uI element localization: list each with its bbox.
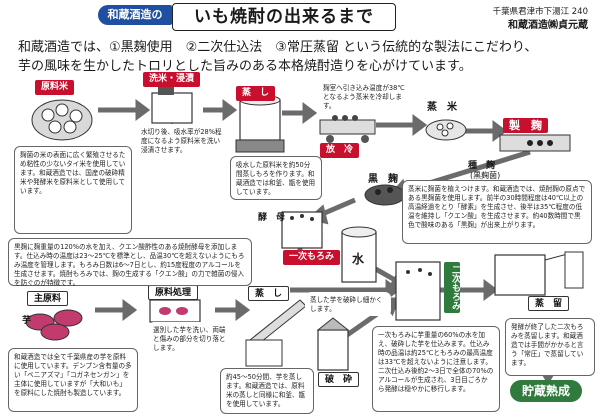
- note-washing: 水切り後、吸水率が28%程度になるよう原料米を洗い浸漬させます。: [136, 124, 228, 164]
- note-distillation: 発酵が終了した二次もろみを蒸留します。和蔵酒造では手間がかかると言う「常圧」で蒸…: [505, 318, 595, 376]
- secondary-moromi-tank-illustration: [395, 261, 441, 321]
- step-primary-moromi: 一次もろみ: [283, 250, 341, 265]
- note-cooling: 麹室へ引き込み温度が38℃となるよう蒸米を冷却します。: [318, 80, 410, 112]
- step-crushing: 破 砕: [318, 372, 360, 387]
- crusher-illustration: [316, 317, 350, 371]
- brand-label: 和蔵酒造の: [98, 5, 172, 25]
- seed-koji-note: (黒麹菌): [470, 171, 501, 180]
- intro-text: 和蔵酒造では、①黒麹使用 ②二次仕込法 ③常圧蒸留 という伝統的な製法にこだわり…: [18, 38, 588, 76]
- step-distillation: 蒸 留: [528, 296, 570, 311]
- step-main-material: 主原料: [27, 291, 69, 306]
- note-steaming-potato: 約45～50分間、芋を蒸します。和蔵酒造では、原料米の蒸しと同様に和釜、甑を使用…: [220, 368, 314, 414]
- step-steamed-rice: 蒸 米: [427, 102, 457, 113]
- note-secondary-moromi: 一次もろみに芋重量の60%の水を加え、破砕した芋を仕込みます。仕込み時の品温は約…: [372, 326, 500, 412]
- water-tank-illustration: [341, 226, 377, 283]
- note-steaming-rice: 吸水した原料米を約50分間蒸しもろを作ります。和蔵酒造では和釜、甑を使用していま…: [230, 156, 322, 200]
- distiller-illustration: [494, 251, 584, 296]
- step-steaming-rice: 蒸 し: [236, 86, 276, 101]
- sweet-potato-illustration: [25, 309, 83, 341]
- step-secondary-moromi: 二次もろみ: [444, 262, 460, 313]
- step-seed-koji: 種 麹: [468, 161, 496, 171]
- step-water: 水: [352, 252, 365, 266]
- note-material-processing: 選別した芋を洗い、両端と傷みの部分を切り落とします。: [148, 322, 234, 358]
- step-aging: 貯蔵熟成: [510, 380, 583, 402]
- intro-line-1: 和蔵酒造では、①黒麹使用 ②二次仕込法 ③常圧蒸留 という伝統的な製法にこだわり…: [18, 40, 538, 55]
- step-washing-soaking: 洗米・浸漬: [143, 72, 201, 87]
- rice-grains-illustration: [31, 99, 93, 141]
- step-black-koji: 黒 麹: [368, 174, 398, 185]
- page-title: いも焼酎の出来るまで: [172, 3, 396, 31]
- step-cooling: 放 冷: [320, 143, 360, 158]
- company-name: 和蔵酒造㈱貞元蔵: [508, 20, 588, 31]
- note-raw-rice: 麹菌の米の表面に広く繁殖させるため粘性の少ないタイ米を使用しています。和蔵酒造で…: [14, 146, 132, 234]
- note-crushing: 蒸した芋を破砕し細かくします。: [305, 292, 391, 316]
- step-koji-making: 製 麹: [503, 118, 548, 133]
- step-steaming-potato: 蒸 し: [248, 286, 290, 301]
- address: 千葉県君津市下湯江 240: [492, 7, 588, 17]
- note-koji-making: 蒸米に麹菌を植えつけます。和蔵酒造では、焼酎麹の原点である黒麹菌を使用します。前…: [402, 180, 592, 244]
- step-raw-rice: 原料米: [35, 80, 75, 95]
- step-yeast: 酵 母: [258, 213, 286, 223]
- koji-making-illustration: [499, 134, 571, 152]
- primary-moromi-tank-illustration: [281, 211, 323, 249]
- potato-washer-illustration: [149, 299, 201, 323]
- steamed-rice-illustration: [425, 119, 467, 141]
- black-koji-illustration: [364, 184, 406, 206]
- intro-line-2: 芋の風味を生かしたトロリとした旨みのある本格焼酎造りを心がけています。: [18, 59, 472, 74]
- label-potato: 芋: [22, 316, 32, 326]
- rice-steamer-illustration: [235, 94, 285, 153]
- potato-steamer-illustration: [245, 299, 307, 367]
- cooling-conveyor-illustration: [319, 115, 376, 143]
- note-main-material: 和蔵酒造では全て千葉県産の芋を原料に使用しています。デンプン含有量の多い「ベニア…: [8, 348, 138, 412]
- note-primary-moromi: 黒麹に麹重量の120%の水を加え、クエン酸酢性のある焼酎酵母を添加します。仕込み…: [8, 238, 252, 287]
- step-material-processing: 原料処理: [148, 285, 199, 300]
